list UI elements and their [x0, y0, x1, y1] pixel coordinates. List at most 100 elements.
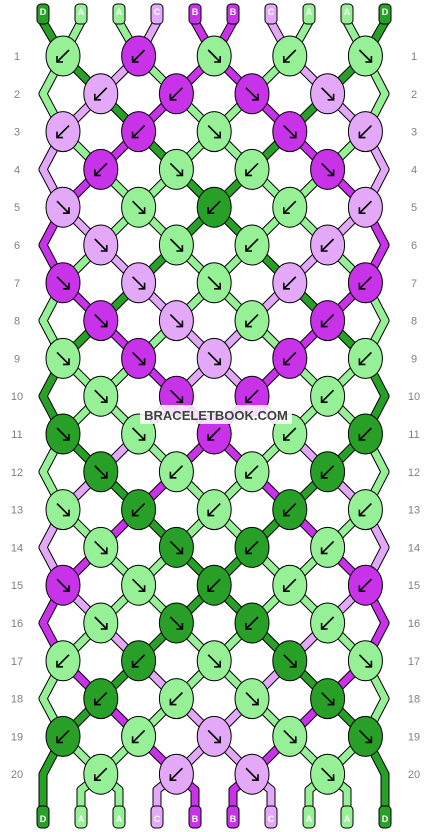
bottom-string-label: D — [382, 814, 389, 824]
row-number-right: 12 — [408, 467, 420, 479]
row-number-right: 1 — [411, 51, 417, 63]
bottom-thread-end — [340, 805, 354, 829]
row-number-left: 17 — [11, 656, 23, 668]
knot — [196, 35, 232, 77]
knot — [347, 564, 383, 606]
knot — [272, 186, 308, 228]
bottom-thread-end — [378, 805, 392, 829]
knot — [234, 451, 270, 493]
row-number-right: 14 — [408, 542, 420, 554]
knot — [83, 678, 119, 720]
top-thread-end — [378, 3, 392, 25]
knot — [272, 111, 308, 153]
row-number-left: 16 — [11, 618, 23, 630]
knot — [272, 337, 308, 379]
knot — [121, 35, 157, 77]
row-number-right: 10 — [408, 391, 420, 403]
knot — [234, 753, 270, 795]
row-number-right: 2 — [411, 89, 417, 101]
knot — [121, 111, 157, 153]
top-thread-end — [340, 3, 354, 25]
knot — [272, 640, 308, 682]
top-thread-end — [112, 3, 126, 25]
knot — [347, 35, 383, 77]
knot — [310, 300, 346, 342]
top-thread-end — [36, 3, 50, 25]
top-string-label: A — [344, 7, 351, 17]
row-number-right: 5 — [411, 202, 417, 214]
knot — [121, 489, 157, 531]
knot — [121, 337, 157, 379]
top-string-label: C — [154, 7, 161, 17]
bottom-string-label: D — [40, 814, 47, 824]
knot — [45, 337, 81, 379]
knot — [45, 262, 81, 304]
row-number-left: 19 — [11, 731, 23, 743]
knot — [158, 224, 194, 266]
knot — [272, 489, 308, 531]
knot — [310, 526, 346, 568]
row-number-left: 15 — [11, 580, 23, 592]
row-number-right: 18 — [408, 694, 420, 706]
top-thread-end — [302, 3, 316, 25]
knot — [272, 564, 308, 606]
knot — [45, 186, 81, 228]
top-thread-end — [150, 3, 164, 25]
knot — [121, 564, 157, 606]
watermark: BRACELETBOOK.COM — [140, 405, 292, 424]
knot — [158, 753, 194, 795]
knot — [158, 678, 194, 720]
knot — [158, 300, 194, 342]
row-number-left: 20 — [11, 769, 23, 781]
knot — [45, 564, 81, 606]
top-thread-end — [264, 3, 278, 25]
knot — [234, 148, 270, 190]
row-number-left: 10 — [11, 391, 23, 403]
knot — [310, 375, 346, 417]
knot — [121, 186, 157, 228]
row-number-left: 3 — [14, 127, 20, 139]
knot — [83, 73, 119, 115]
bottom-thread-end — [188, 805, 202, 829]
knot — [310, 73, 346, 115]
row-number-right: 6 — [411, 240, 417, 252]
row-number-right: 8 — [411, 316, 417, 328]
knot — [45, 489, 81, 531]
row-number-right: 13 — [408, 505, 420, 517]
bottom-string-label: A — [78, 814, 85, 824]
knot — [347, 337, 383, 379]
knot — [347, 640, 383, 682]
row-number-left: 13 — [11, 505, 23, 517]
knot — [272, 715, 308, 757]
knot — [272, 35, 308, 77]
knot — [83, 451, 119, 493]
knot — [196, 337, 232, 379]
top-string-label: B — [230, 7, 237, 17]
knot — [272, 262, 308, 304]
bottom-thread-end — [150, 805, 164, 829]
top-string-label: A — [78, 7, 85, 17]
bottom-string-label: A — [116, 814, 123, 824]
row-number-left: 8 — [14, 316, 20, 328]
knot — [196, 715, 232, 757]
top-string-label: A — [116, 7, 123, 17]
knot — [234, 602, 270, 644]
bottom-string-label: B — [192, 814, 199, 824]
knot — [45, 640, 81, 682]
knot — [158, 602, 194, 644]
knot — [121, 715, 157, 757]
row-number-left: 14 — [11, 542, 23, 554]
bottom-string-label: A — [306, 814, 313, 824]
knot — [196, 564, 232, 606]
row-number-left: 5 — [14, 202, 20, 214]
row-number-right: 9 — [411, 353, 417, 365]
top-string-label: D — [382, 7, 389, 17]
row-number-left: 18 — [11, 694, 23, 706]
bottom-thread-end — [36, 805, 50, 829]
row-number-left: 7 — [14, 278, 20, 290]
knot — [234, 300, 270, 342]
top-thread-end — [188, 3, 202, 25]
top-string-label: C — [268, 7, 275, 17]
